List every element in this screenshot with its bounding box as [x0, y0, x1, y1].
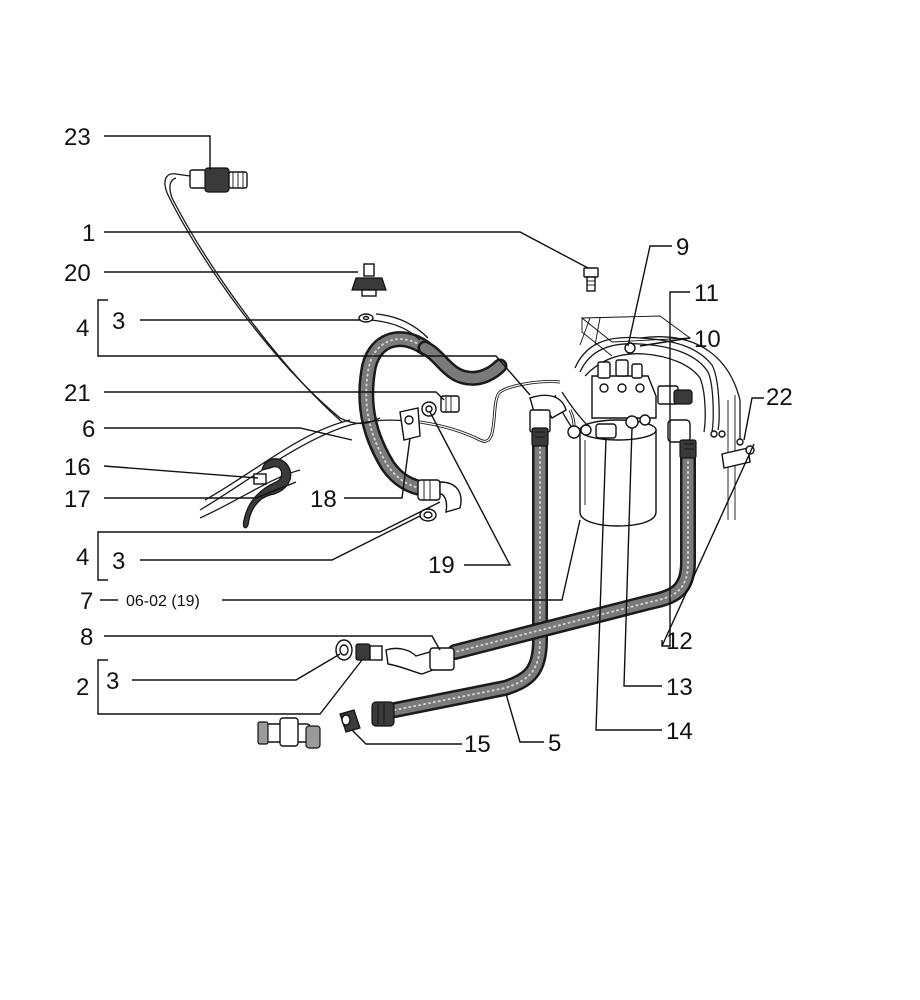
- callout-6: 6: [82, 416, 95, 443]
- callout-21: 21: [64, 380, 91, 407]
- hose-upper-loop: [417, 340, 508, 386]
- bolt-1: [583, 267, 599, 292]
- callout-23: 23: [64, 124, 91, 151]
- callout-14: 14: [666, 718, 693, 745]
- callout-16: 16: [64, 454, 91, 481]
- tee-fitting: [257, 717, 321, 749]
- callout-19: 19: [428, 552, 455, 579]
- callout-17: 17: [64, 486, 91, 513]
- hose-8: [447, 444, 696, 660]
- callout-2: 2: [76, 674, 89, 701]
- callout-4-upper: 4: [76, 315, 89, 342]
- adapter-21: [440, 395, 460, 413]
- callout-9: 9: [676, 234, 689, 261]
- fitting-11: [657, 385, 693, 405]
- elbow-fitting-5: [529, 394, 567, 447]
- washer-19: [421, 401, 437, 417]
- callout-10: 10: [694, 326, 721, 353]
- callout-3-lower: 3: [112, 548, 125, 575]
- union-15: [339, 709, 361, 733]
- callout-3-upper: 3: [112, 308, 125, 335]
- callout-18: 18: [310, 486, 337, 513]
- filter-head-9: [591, 359, 657, 419]
- elbow-fitting-4: [417, 479, 462, 513]
- callout-7-reference: 06-02 (19): [126, 593, 200, 610]
- callout-labels: 23 1 20 4 3 21 6 16 17 18 4 3 19 7 06-02…: [64, 124, 793, 758]
- fitting-14: [567, 423, 617, 439]
- callout-20: 20: [64, 260, 91, 287]
- sealing-ring-3-bottom: [335, 639, 353, 661]
- hose-5-end: [371, 701, 395, 727]
- ring-terminal-3-upper: [358, 313, 374, 323]
- hose-8-end: [385, 647, 455, 675]
- hose-5: [387, 434, 548, 718]
- switch-10: [624, 342, 636, 354]
- callout-3-bottom: 3: [106, 668, 119, 695]
- callout-1: 1: [82, 220, 95, 247]
- sensor-23: [189, 167, 248, 193]
- connector-22: [710, 430, 755, 469]
- hose-6: [358, 331, 433, 497]
- clip-18: [399, 407, 421, 441]
- fitting-13: [625, 414, 651, 429]
- callout-13: 13: [666, 674, 693, 701]
- filter-housing-7: [579, 419, 657, 527]
- callout-11: 11: [694, 280, 719, 307]
- callout-8: 8: [80, 624, 93, 651]
- callout-22: 22: [766, 384, 793, 411]
- callout-4-lower: 4: [76, 544, 89, 571]
- adapter-2: [355, 643, 383, 661]
- leader-lines: [97, 135, 764, 745]
- fitting-12: [667, 419, 697, 459]
- sealing-ring-3-lower: [419, 508, 437, 522]
- callout-7: 7: [80, 588, 93, 615]
- callout-15: 15: [464, 731, 491, 758]
- callout-12: 12: [666, 628, 693, 655]
- callout-5: 5: [548, 730, 561, 757]
- pressure-switch-20: [351, 263, 387, 297]
